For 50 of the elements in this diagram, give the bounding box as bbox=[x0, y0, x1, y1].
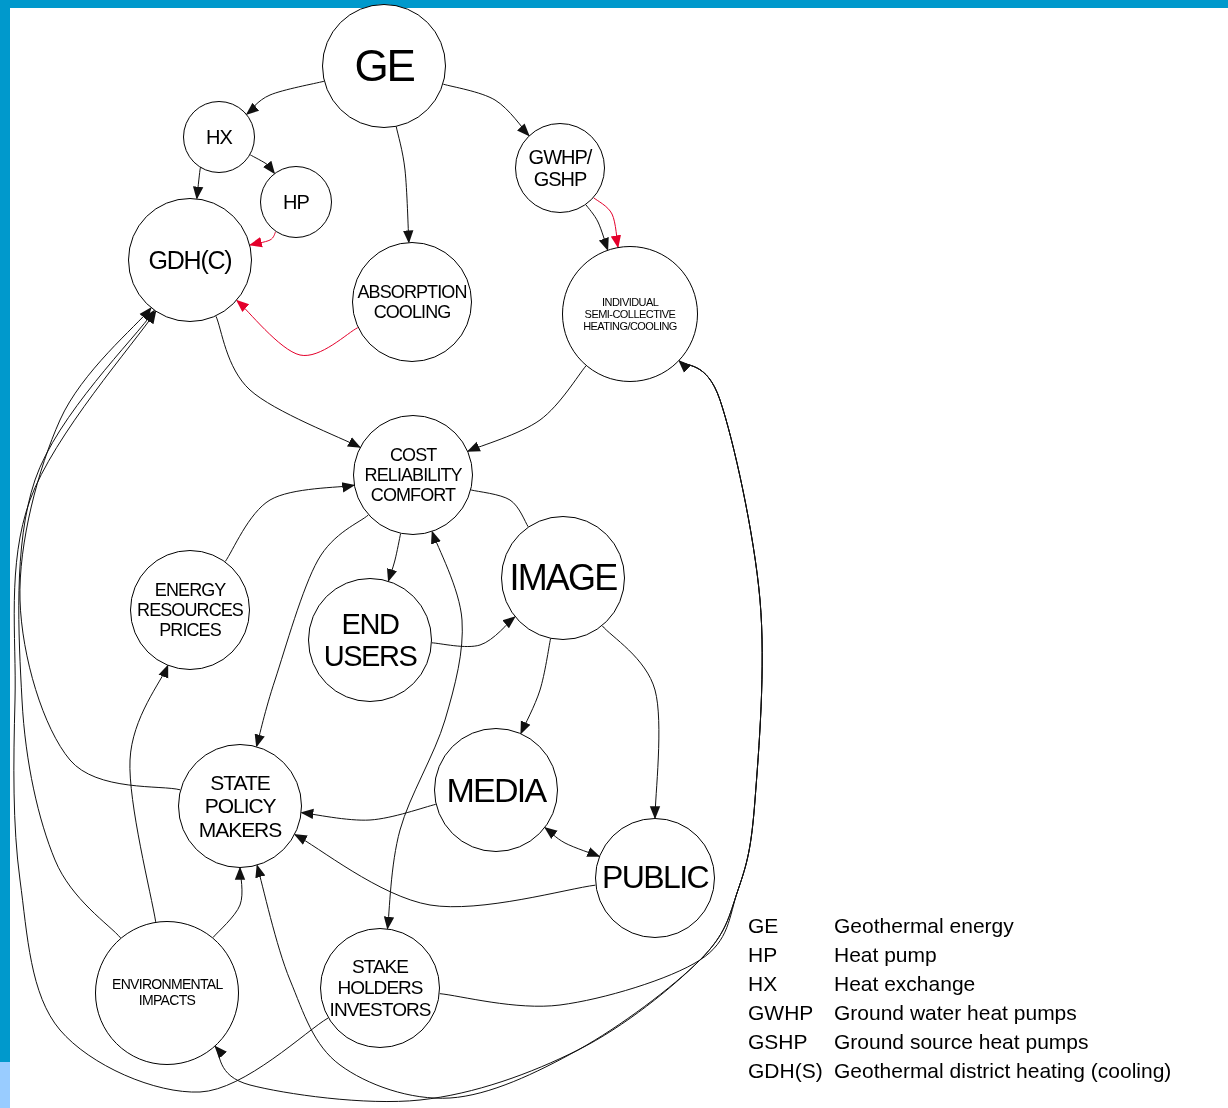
node-label: COST RELIABILITY COMFORT bbox=[363, 444, 463, 506]
arrow bbox=[129, 664, 169, 923]
arrow bbox=[544, 826, 601, 857]
arrow bbox=[383, 530, 463, 930]
arrow bbox=[13, 310, 329, 1093]
abbreviation: GDH(S) bbox=[748, 1058, 824, 1084]
node-label: HP bbox=[283, 190, 309, 214]
arrow bbox=[293, 834, 596, 908]
node-label: END USERS bbox=[322, 607, 418, 673]
node-label: STATE POLICY MAKERS bbox=[197, 770, 283, 842]
abbreviation-meaning: Heat exchange bbox=[834, 971, 977, 997]
arrow bbox=[466, 365, 587, 452]
arrow bbox=[212, 866, 246, 939]
node-label: GDH(C) bbox=[148, 246, 232, 274]
node-label: ABSORPTION COOLING bbox=[356, 281, 468, 323]
arrow bbox=[192, 166, 204, 200]
arrow bbox=[442, 83, 530, 137]
node-label: GE bbox=[354, 41, 414, 91]
arrow bbox=[431, 616, 516, 648]
arrow bbox=[387, 533, 402, 583]
arrow bbox=[585, 204, 609, 251]
node-label: PUBLIC bbox=[602, 860, 708, 896]
abbreviation-meaning: Heat pump bbox=[834, 942, 938, 968]
node-label: MEDIA bbox=[446, 770, 546, 810]
arrow bbox=[18, 309, 156, 939]
arrow bbox=[395, 126, 414, 244]
node-label: INDIVIDUAL SEMI-COLLECTIVE HEATING/COOLING bbox=[582, 295, 678, 333]
abbreviation-meaning: Ground source heat pumps bbox=[834, 1029, 1090, 1055]
arrow bbox=[215, 315, 361, 448]
abbreviation: HP bbox=[748, 942, 779, 968]
abbreviation-meaning: Geothermal district heating (cooling) bbox=[834, 1058, 1172, 1084]
node-label: HX bbox=[206, 125, 232, 149]
abbreviation: GWHP bbox=[748, 1000, 815, 1026]
arrow bbox=[249, 154, 275, 175]
node-label: ENVIRONMENTAL IMPACTS bbox=[111, 977, 224, 1009]
abbreviation: GSHP bbox=[748, 1029, 809, 1055]
abbreviation-meaning: Geothermal energy bbox=[834, 913, 1015, 939]
node-label: STAKE HOLDERS INVESTORS bbox=[328, 956, 432, 1020]
node-label: ENERGY RESOURCES PRICES bbox=[136, 579, 244, 641]
arrow bbox=[248, 231, 277, 248]
arrow bbox=[236, 299, 359, 356]
arrow bbox=[601, 625, 661, 820]
arrow bbox=[19, 307, 181, 791]
abbreviation-meaning: Ground water heat pumps bbox=[834, 1000, 1078, 1026]
abbreviation: GE bbox=[748, 913, 780, 939]
arrow bbox=[520, 638, 552, 735]
abbreviation: HX bbox=[748, 971, 779, 997]
arrow bbox=[254, 514, 369, 748]
node-label: GWHP/ GSHP bbox=[527, 145, 593, 191]
node-label: IMAGE bbox=[509, 557, 617, 599]
